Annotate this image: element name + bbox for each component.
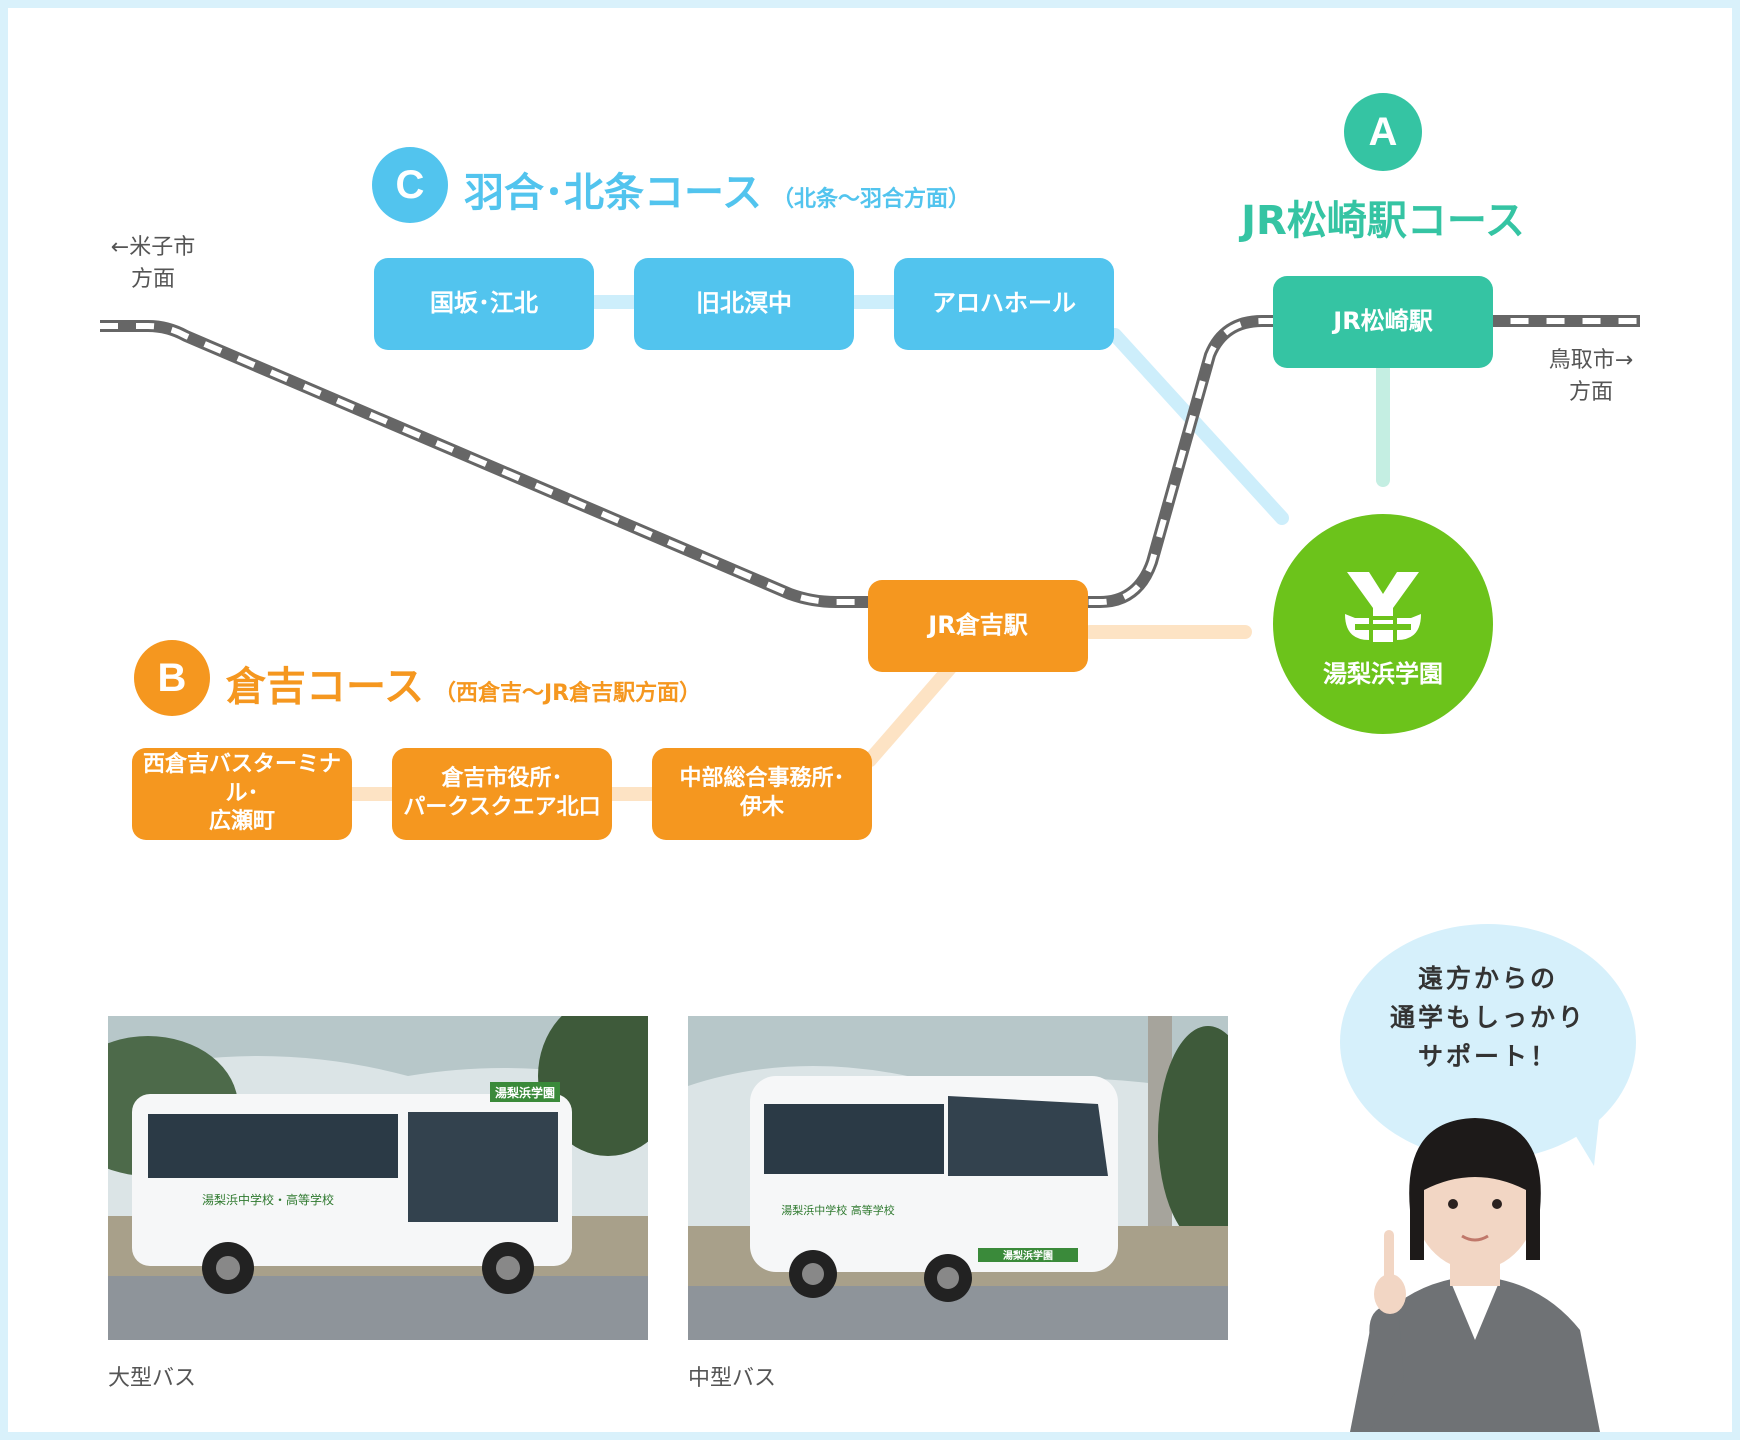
course-b-badge: B	[134, 640, 210, 716]
course-b-heading: 倉吉コース （西倉吉〜JR倉吉駅方面）	[226, 654, 701, 712]
course-a-badge: A	[1344, 93, 1422, 171]
stop-b-3: 中部総合事務所･ 伊木	[652, 748, 872, 840]
stop-b-kurayoshi-station: JR倉吉駅	[868, 580, 1088, 672]
photo-medium-bus: 湯梨浜学園 湯梨浜中学校 高等学校	[688, 1016, 1228, 1340]
course-c-title: 羽合･北条コース	[464, 170, 762, 216]
stop-b-3-line2: 伊木	[739, 795, 784, 820]
course-b-title: 倉吉コース	[226, 664, 424, 710]
stop-b-2-line2: パークスクエア北口	[403, 795, 601, 820]
course-a-title: JR松崎駅コース	[1241, 198, 1525, 244]
stop-b-1-line2: 広瀬町	[208, 809, 275, 835]
direction-east-line2: 方面	[1568, 379, 1613, 405]
school-name: 湯梨浜学園	[1323, 659, 1443, 688]
large-bus-plate: 湯梨浜学園	[495, 1085, 555, 1100]
course-c-heading: 羽合･北条コース （北条〜羽合方面）	[464, 160, 970, 218]
speech-line2: 通学もしっかり	[1389, 1002, 1586, 1032]
course-c-subtitle: （北条〜羽合方面）	[772, 187, 971, 212]
school-logo-icon	[1345, 571, 1421, 642]
direction-west-line1: ←米子市	[110, 235, 196, 260]
caption-medium-bus: 中型バス	[688, 1366, 777, 1391]
speech-text: 遠方からの 通学もしっかり サポート！	[1340, 960, 1636, 1076]
direction-east-line1: 鳥取市→	[1548, 348, 1634, 373]
route-c-to-school	[1108, 328, 1289, 525]
medium-bus-image: 湯梨浜学園 湯梨浜中学校 高等学校	[688, 1016, 1228, 1340]
speech-line1: 遠方からの	[1417, 964, 1558, 993]
stop-a-matsuzaki: JR松崎駅	[1273, 276, 1493, 368]
medium-bus-plate: 湯梨浜学園	[1003, 1249, 1053, 1262]
stop-c-2: 旧北溟中	[634, 258, 854, 350]
direction-west: ←米子市 方面	[98, 232, 208, 296]
railway-dashes	[100, 318, 1640, 605]
large-bus-side-text: 湯梨浜中学校・高等学校	[202, 1192, 334, 1207]
direction-west-line2: 方面	[130, 266, 175, 292]
course-b-subtitle: （西倉吉〜JR倉吉駅方面）	[434, 681, 702, 706]
stop-b-3-line1: 中部総合事務所･	[679, 766, 845, 792]
stop-c-1: 国坂･江北	[374, 258, 594, 350]
speech-line3: サポート！	[1417, 1041, 1558, 1071]
photo-large-bus: 湯梨浜学園 湯梨浜中学校・高等学校	[108, 1016, 648, 1340]
stop-c-3: アロハホール	[894, 258, 1114, 350]
stop-b-1-line1: 西倉吉バスターミナル･	[142, 752, 341, 806]
speech-bubble-tail	[1560, 1110, 1600, 1166]
large-bus-image: 湯梨浜学園 湯梨浜中学校・高等学校	[108, 1016, 648, 1340]
stop-b-2-line1: 倉吉市役所･	[441, 766, 563, 792]
route-b-to-station	[863, 661, 957, 767]
medium-bus-side-text: 湯梨浜中学校 高等学校	[781, 1203, 895, 1217]
stop-b-2: 倉吉市役所･ パークスクエア北口	[392, 748, 612, 840]
course-c-badge: C	[372, 147, 448, 223]
stop-b-1: 西倉吉バスターミナル･ 広瀬町	[132, 748, 352, 840]
school-node: 湯梨浜学園	[1273, 514, 1493, 734]
direction-east: 鳥取市→ 方面	[1536, 345, 1646, 409]
caption-large-bus: 大型バス	[108, 1366, 197, 1391]
student-illustration	[1350, 1118, 1600, 1432]
